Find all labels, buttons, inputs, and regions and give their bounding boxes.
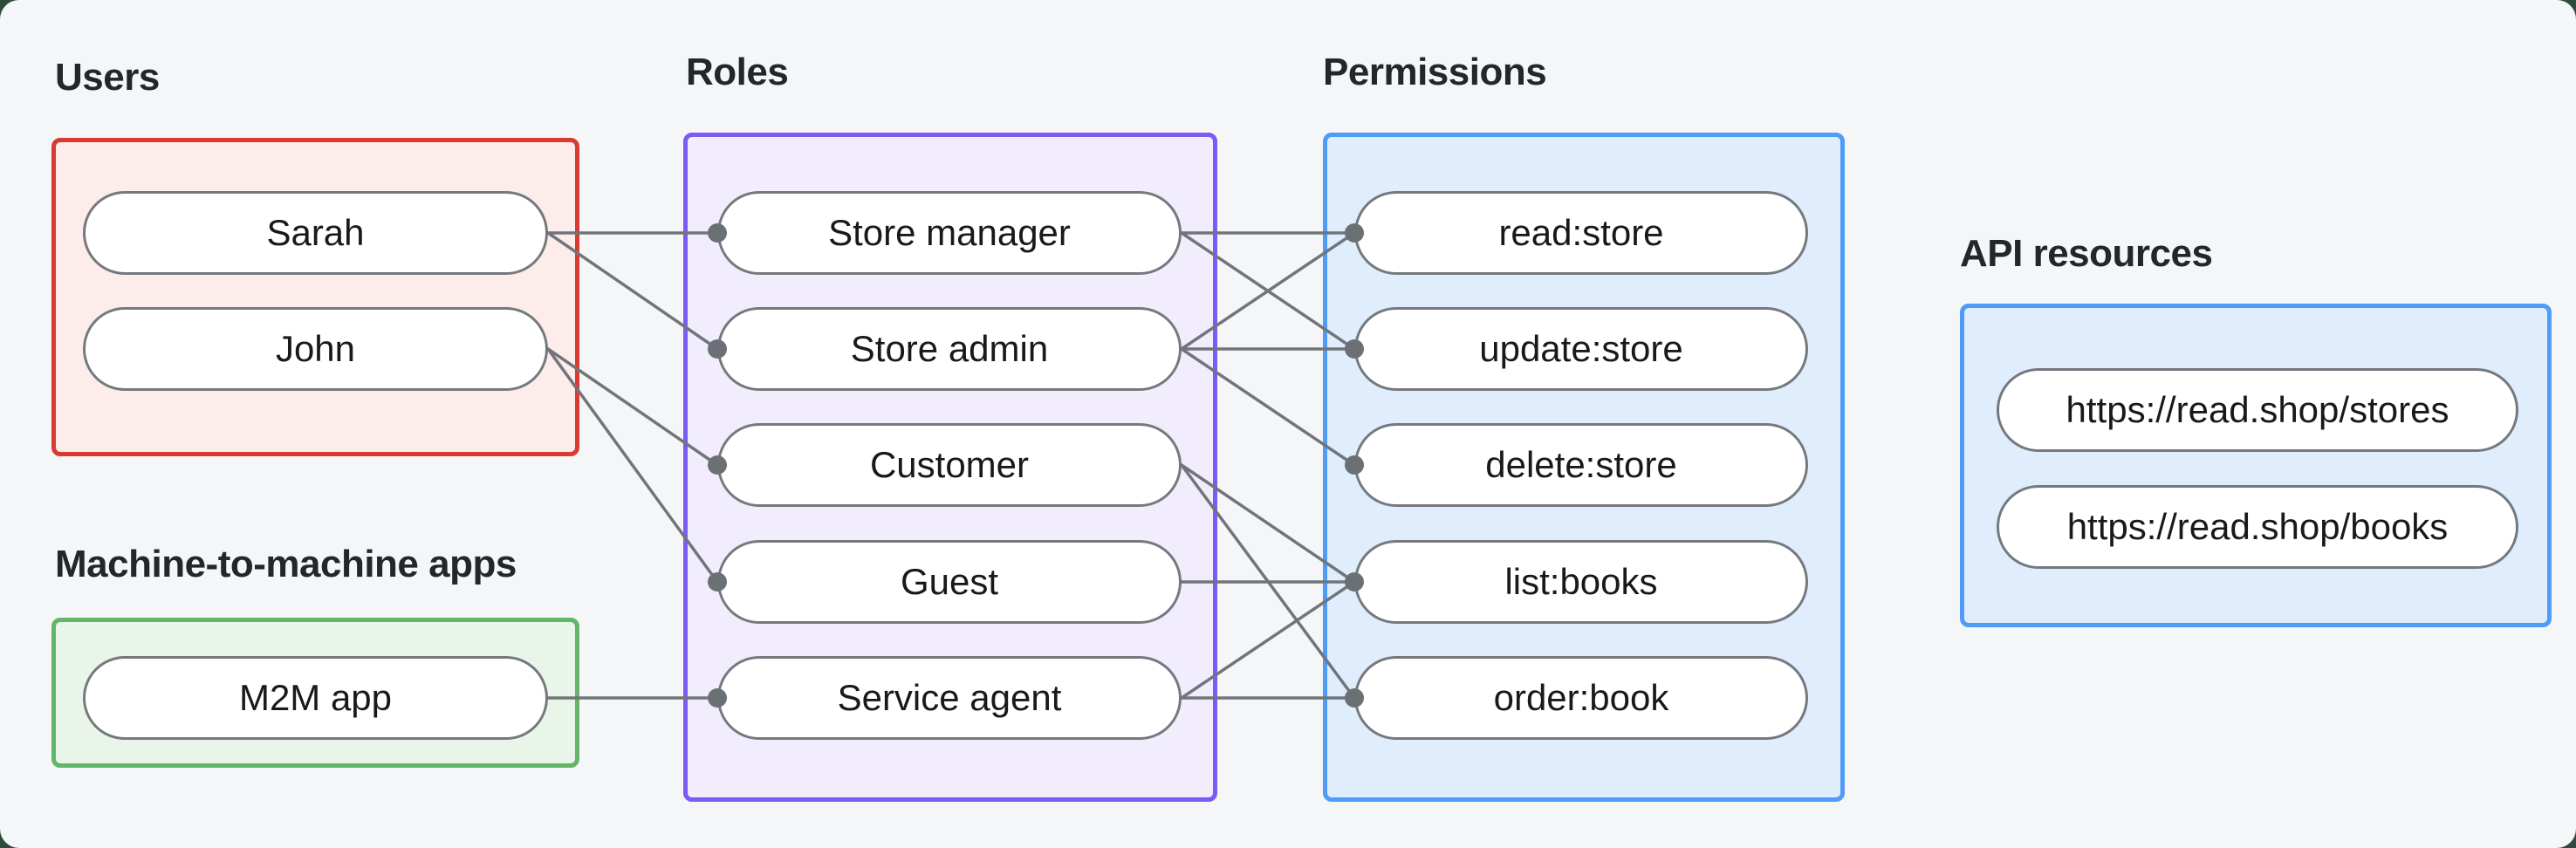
permissions-group-label: Permissions	[1323, 51, 1547, 93]
node-customer: Customer	[717, 423, 1182, 507]
node-m2m-app: M2M app	[83, 656, 548, 740]
node-service-agent: Service agent	[717, 656, 1182, 740]
api-resources-group-label: API resources	[1960, 232, 2213, 275]
node-sarah: Sarah	[83, 191, 548, 275]
roles-group-label: Roles	[686, 51, 789, 93]
node-delete-store: delete:store	[1354, 423, 1808, 507]
m2m-group-label: Machine-to-machine apps	[55, 543, 517, 585]
users-group-label: Users	[55, 56, 160, 99]
node-order-book: order:book	[1354, 656, 1808, 740]
node-books-resource: https://read.shop/books	[1997, 485, 2518, 569]
node-list-books: list:books	[1354, 540, 1808, 624]
api-resources-group-box	[1960, 304, 2552, 627]
node-stores-resource: https://read.shop/stores	[1997, 368, 2518, 452]
node-guest: Guest	[717, 540, 1182, 624]
node-john: John	[83, 307, 548, 391]
users-group-box	[51, 138, 579, 456]
node-read-store: read:store	[1354, 191, 1808, 275]
node-store-admin: Store admin	[717, 307, 1182, 391]
node-update-store: update:store	[1354, 307, 1808, 391]
node-store-manager: Store manager	[717, 191, 1182, 275]
